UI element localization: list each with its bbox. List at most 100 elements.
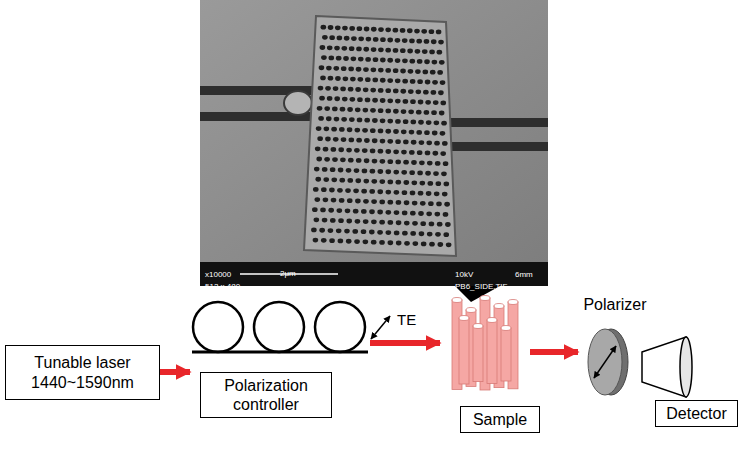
- hole: [336, 56, 342, 61]
- hole: [324, 106, 330, 111]
- polarization-arrow: [371, 316, 390, 339]
- hole: [363, 108, 369, 113]
- hole: [321, 55, 327, 60]
- hole: [396, 220, 402, 225]
- hole: [314, 167, 320, 172]
- hole: [343, 56, 349, 61]
- hole: [331, 177, 337, 182]
- hole: [371, 67, 377, 72]
- hole: [334, 96, 340, 101]
- hole: [432, 131, 438, 136]
- hole: [353, 188, 359, 193]
- polarizer-axis: [594, 346, 616, 378]
- hole: [315, 177, 321, 182]
- hole: [371, 240, 377, 245]
- hole: [378, 108, 384, 113]
- hole: [436, 30, 442, 35]
- hole: [409, 150, 415, 155]
- hole: [395, 78, 401, 83]
- hole: [339, 198, 345, 203]
- hole: [323, 147, 329, 152]
- hole: [422, 49, 428, 54]
- hole: [386, 230, 392, 235]
- hole: [410, 191, 416, 196]
- hole: [380, 58, 386, 63]
- hole: [380, 159, 386, 164]
- label-box: Sample: [460, 406, 540, 433]
- hole: [349, 46, 355, 51]
- hole: [342, 46, 348, 51]
- hole: [394, 190, 400, 195]
- hole: [396, 180, 402, 185]
- hole: [349, 137, 355, 142]
- hole: [365, 57, 371, 62]
- pillar: [487, 320, 497, 383]
- hole: [363, 179, 369, 184]
- hole: [380, 37, 386, 42]
- hole: [346, 168, 352, 173]
- hole: [356, 138, 362, 143]
- hole: [418, 120, 424, 125]
- taper-blob: [284, 91, 312, 115]
- hole: [440, 131, 446, 136]
- hole: [387, 58, 393, 63]
- hole: [442, 141, 448, 146]
- hole: [407, 49, 413, 54]
- hole: [331, 147, 337, 152]
- hole: [414, 29, 420, 34]
- hole: [348, 158, 354, 163]
- hole: [429, 29, 435, 34]
- component: Sample: [440, 290, 530, 442]
- hole: [429, 222, 435, 227]
- pillar-top: [459, 316, 469, 321]
- hole: [439, 60, 445, 65]
- hole: [425, 80, 431, 85]
- hole: [316, 126, 322, 131]
- pillar-top: [473, 324, 483, 329]
- hole: [412, 201, 418, 206]
- hole: [409, 130, 415, 135]
- hole: [377, 189, 383, 194]
- hole: [330, 167, 336, 172]
- hole: [402, 58, 408, 63]
- hole: [426, 191, 432, 196]
- hole: [434, 120, 440, 125]
- hole: [354, 239, 360, 244]
- hole: [395, 38, 401, 43]
- hole: [438, 90, 444, 95]
- hole: [317, 136, 323, 141]
- hole: [372, 138, 378, 143]
- hole: [435, 212, 441, 217]
- hole: [424, 110, 430, 115]
- hole: [378, 169, 384, 174]
- hole: [334, 117, 340, 122]
- label-box: Detector: [655, 400, 738, 427]
- hole: [326, 116, 332, 121]
- waveguide-trench: [442, 142, 548, 151]
- hole: [372, 118, 378, 123]
- polarization-label: TE: [397, 311, 416, 328]
- component: Detector: [638, 335, 740, 435]
- hole: [311, 228, 317, 233]
- hole: [430, 70, 436, 75]
- hole: [373, 57, 379, 62]
- hole: [379, 199, 385, 204]
- hole: [355, 107, 361, 112]
- hole: [415, 49, 421, 54]
- pillar: [501, 328, 511, 381]
- hole: [326, 66, 332, 71]
- hole: [424, 39, 430, 44]
- label-holder: 2μm: [280, 262, 296, 280]
- hole: [345, 208, 351, 213]
- hole: [417, 171, 423, 176]
- hole: [435, 161, 441, 166]
- hole: [322, 35, 328, 40]
- hole: [315, 146, 321, 151]
- hole: [400, 48, 406, 53]
- hole: [356, 67, 362, 72]
- hole: [370, 149, 376, 154]
- hole: [403, 160, 409, 165]
- hole: [393, 28, 399, 33]
- label-holder: 512 x 480: [205, 275, 240, 293]
- hole: [327, 45, 333, 50]
